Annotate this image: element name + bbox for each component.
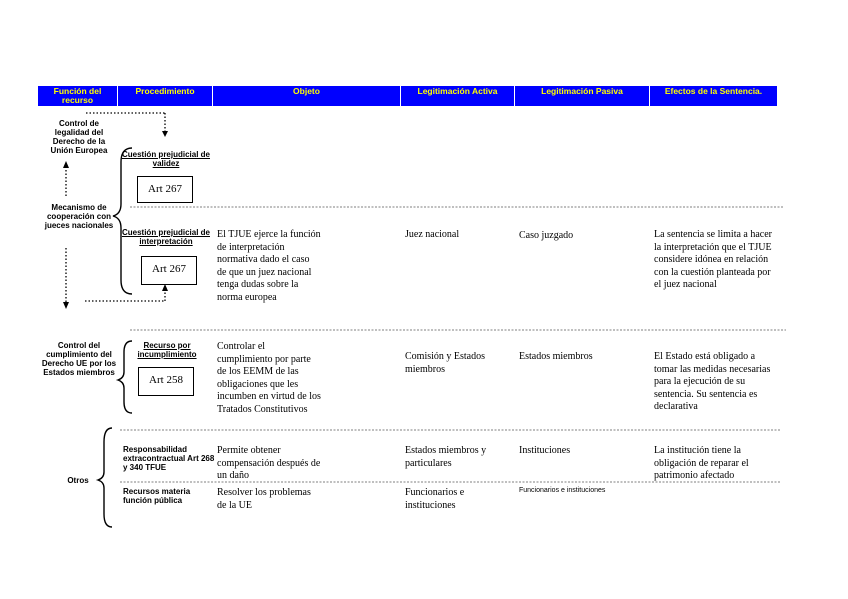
dotted-arrow-top: [86, 112, 166, 131]
header-procedimiento: Procedimiento: [118, 86, 213, 106]
header-funcion: Función del recurso: [38, 86, 118, 106]
header-label: Función del recurso: [53, 86, 102, 105]
header-objeto: Objeto: [213, 86, 401, 106]
proc-incumplimiento: Recurso por incumplimiento: [137, 341, 197, 359]
header-efectos: Efectos de la Sentencia.: [650, 86, 777, 106]
brace-cumplimiento: [115, 340, 133, 414]
activa-incumplimiento: Comisión y Estados miembros: [405, 351, 486, 375]
proc-responsabilidad: Responsabilidad extracontractual Art 268…: [123, 445, 215, 472]
pasiva-funcion-publica: Funcionarios e instituciones: [519, 487, 606, 494]
label-mecanismo: Mecanismo de cooperación con jueces naci…: [44, 203, 114, 230]
brace-otros: [95, 427, 113, 528]
header-label: Objeto: [293, 86, 320, 96]
activa-funcion-publica: Funcionarios e instituciones: [405, 487, 465, 511]
arrow-head-up-bottom: [162, 284, 168, 291]
activa-interpretacion: Juez nacional: [405, 229, 460, 240]
header-label: Legitimación Pasiva: [541, 86, 623, 96]
brace-mecanismo: [112, 147, 133, 295]
dotted-arrow-bottom: [85, 289, 166, 302]
proc-validez: Cuestión prejudicial de validez: [121, 150, 210, 168]
arrow-head-down: [162, 131, 168, 137]
header-label: Efectos de la Sentencia.: [664, 86, 763, 96]
objeto-incumplimiento: Controlar el cumplimiento por parte de l…: [217, 341, 321, 415]
header-legitimacion-pasiva: Legitimación Pasiva: [515, 86, 650, 106]
objeto-interpretacion: El TJUE ejerce la función de interpretac…: [217, 229, 321, 303]
proc-interpretacion: Cuestión prejudicial de interpretación: [121, 228, 210, 246]
label-otros: Otros: [67, 476, 89, 485]
arrow-head-up: [63, 161, 69, 168]
art-box-interpretacion: Art 267: [141, 256, 197, 285]
arrow-head-down-left: [63, 302, 69, 309]
label-control-legalidad: Control de legalidad del Derecho de la U…: [50, 119, 108, 155]
pasiva-interpretacion: Caso juzgado: [519, 230, 574, 241]
header-label: Procedimiento: [135, 86, 195, 96]
pasiva-responsabilidad: Instituciones: [519, 445, 571, 456]
objeto-funcion-publica: Resolver los problemas de la UE: [217, 487, 311, 511]
art-box-incumplimiento: Art 258: [138, 367, 194, 396]
label-control-cumplimiento: Control del cumplimiento del Derecho UE …: [41, 341, 117, 377]
pasiva-incumplimiento: Estados miembros: [519, 351, 593, 362]
efectos-responsabilidad: La institución tiene la obligación de re…: [654, 445, 749, 481]
proc-funcion-publica: Recursos materia función pública: [123, 487, 191, 505]
efectos-incumplimiento: El Estado está obligado a tomar las medi…: [654, 351, 771, 412]
activa-responsabilidad: Estados miembros y particulares: [405, 445, 487, 469]
art-box-validez: Art 267: [137, 176, 193, 203]
header-legitimacion-activa: Legitimación Activa: [401, 86, 515, 106]
header-label: Legitimación Activa: [417, 86, 498, 96]
efectos-interpretacion: La sentencia se limita a hacer la interp…: [654, 229, 772, 290]
objeto-responsabilidad: Permite obtener compensación después de …: [217, 445, 321, 481]
